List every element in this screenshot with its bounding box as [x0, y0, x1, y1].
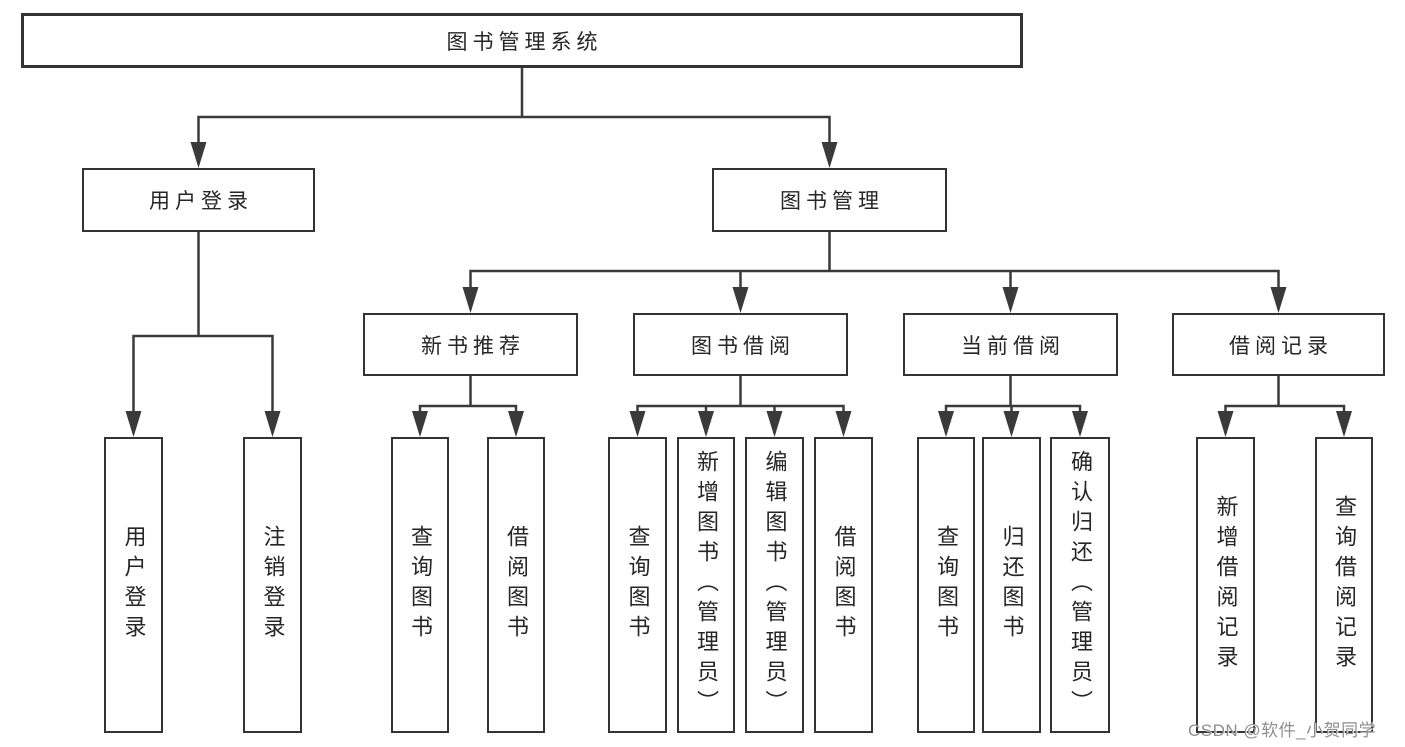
node-book-borrowing: 图书借阅 — [633, 313, 848, 376]
node-label: 图书借阅 — [691, 334, 795, 358]
leaf-label: 查询借阅记录 — [1332, 495, 1357, 675]
leaf-current-return-books: 归还图书 — [982, 437, 1041, 733]
leaf-borrowing-borrow-books: 借阅图书 — [814, 437, 873, 733]
leaf-label: 新增图书（管理员） — [694, 450, 719, 720]
leaf-user-login: 用户登录 — [104, 437, 163, 733]
leaf-recommend-query-books: 查询图书 — [391, 437, 449, 733]
node-label: 借阅记录 — [1229, 334, 1333, 358]
node-root-system: 图书管理系统 — [21, 13, 1023, 68]
leaf-current-query-books: 查询图书 — [917, 437, 975, 733]
connector-book-borrow-to-leaves — [629, 374, 852, 437]
leaf-records-add-record: 新增借阅记录 — [1196, 437, 1255, 733]
leaf-label: 编辑图书（管理员） — [762, 450, 788, 720]
connector-new-book-to-leaves — [412, 374, 524, 437]
node-label: 图书管理 — [780, 190, 884, 213]
node-user-login: 用户登录 — [82, 168, 315, 232]
node-borrowing-records: 借阅记录 — [1172, 313, 1385, 376]
connector-current-borrow-to-leaves — [938, 374, 1088, 437]
node-label: 用户登录 — [149, 190, 253, 213]
leaf-label: 查询图书 — [625, 525, 651, 645]
leaf-label: 新增借阅记录 — [1213, 495, 1239, 675]
connector-user-login-to-leaves — [125, 230, 281, 437]
leaf-label: 归还图书 — [999, 525, 1025, 645]
leaf-label: 查询图书 — [408, 525, 433, 645]
leaf-borrowing-query-books: 查询图书 — [608, 437, 667, 733]
leaf-current-confirm-return-admin: 确认归还（管理员） — [1050, 437, 1110, 733]
leaf-records-query-record: 查询借阅记录 — [1315, 437, 1373, 733]
leaf-logout: 注销登录 — [243, 437, 302, 733]
node-current-borrowing: 当前借阅 — [903, 313, 1118, 376]
connector-root-to-level2 — [190, 66, 838, 168]
connector-borrow-records-to-leaves — [1217, 374, 1352, 437]
node-label: 图书管理系统 — [446, 30, 603, 54]
leaf-label: 查询图书 — [934, 525, 959, 645]
leaf-recommend-borrow-books: 借阅图书 — [487, 437, 545, 733]
leaf-borrowing-add-books-admin: 新增图书（管理员） — [677, 437, 735, 733]
node-new-book-recommend: 新书推荐 — [363, 313, 578, 376]
leaf-label: 确认归还（管理员） — [1068, 450, 1093, 720]
leaf-borrowing-edit-books-admin: 编辑图书（管理员） — [745, 437, 804, 733]
leaf-label: 借阅图书 — [504, 525, 529, 645]
leaf-label: 注销登录 — [260, 525, 286, 645]
leaf-label: 用户登录 — [121, 525, 147, 645]
csdn-watermark: CSDN @软件_小贺同学 — [1188, 721, 1377, 740]
node-book-management: 图书管理 — [712, 168, 947, 232]
node-label: 新书推荐 — [421, 334, 525, 358]
leaf-label: 借阅图书 — [831, 525, 857, 645]
connector-book-mgmt-to-level3 — [462, 230, 1287, 313]
node-label: 当前借阅 — [961, 334, 1065, 358]
